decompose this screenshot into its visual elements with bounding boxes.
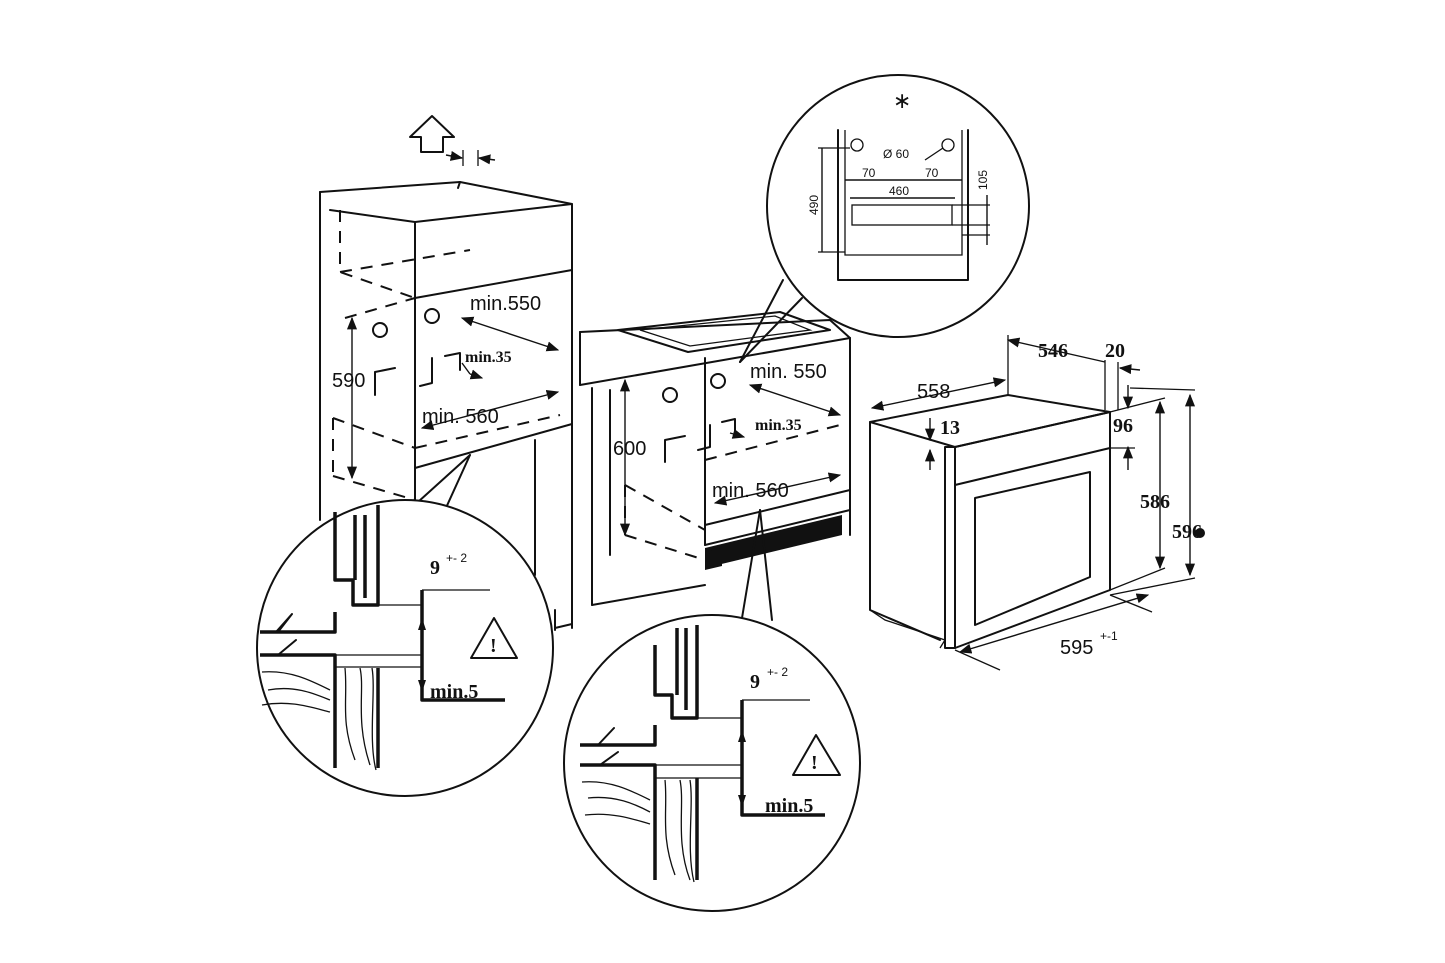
center-warning-icon	[792, 734, 841, 776]
spacing-label: 460	[889, 184, 909, 198]
hole-diameter-label: Ø 60	[883, 147, 909, 161]
left-detail-zoom: 9 +- 2 min.5 !	[256, 454, 554, 797]
left-width-label: min. 560	[422, 406, 499, 428]
left-min-gap-label: min.5	[430, 681, 478, 703]
center-depth-label: min. 550	[750, 361, 827, 383]
oven-appliance: 546 20 558 13 96 586 596 595 +-1	[869, 335, 1205, 671]
oven-width-label: 595	[1060, 637, 1093, 659]
oven-front-thickness-label: 20	[1105, 340, 1125, 362]
oven-panel-offset-label: 13	[940, 417, 960, 439]
left-rear-gap-label: min.35	[465, 349, 512, 366]
center-width-label: min. 560	[712, 480, 789, 502]
center-tolerance-sup: +- 2	[767, 665, 788, 679]
left-tolerance-sup: +- 2	[446, 551, 467, 565]
opening-label: 105	[976, 170, 990, 190]
oven-depth-body-label: 546	[1038, 340, 1068, 362]
height-490-label: 490	[807, 195, 821, 215]
center-height-label: 600	[613, 438, 646, 460]
ventilation-arrow-icon	[409, 115, 455, 153]
center-min-gap-label: min.5	[765, 795, 813, 817]
left-warning-symbol: !	[490, 635, 497, 657]
left-offset-label: 70	[862, 166, 876, 180]
detail-asterisk-mark: ∗	[893, 88, 911, 113]
center-warning-symbol: !	[811, 752, 818, 774]
top-detail-zoom: ∗ Ø 60 70 70 460 105 490	[739, 74, 1030, 363]
left-depth-label: min.550	[470, 293, 541, 315]
oven-control-height-label: 96	[1113, 415, 1133, 437]
center-base-cabinet: 600 min. 550 min.35 min. 560	[579, 311, 851, 606]
left-tall-cabinet: 590 min.550 min.35 min. 560	[319, 115, 573, 631]
right-offset-label: 70	[925, 166, 939, 180]
center-tolerance-label: 9	[750, 671, 760, 693]
left-warning-icon	[470, 617, 518, 659]
oven-width-tolerance: +-1	[1100, 629, 1118, 643]
left-tolerance-label: 9	[430, 557, 440, 579]
oven-front-height-label: 596	[1172, 521, 1202, 543]
oven-body-height-label: 586	[1140, 491, 1170, 513]
oven-depth-total-label: 558	[917, 381, 950, 403]
left-height-label: 590	[332, 370, 365, 392]
center-rear-gap-label: min.35	[755, 417, 802, 434]
center-detail-zoom: 9 +- 2 min.5 !	[563, 509, 861, 912]
